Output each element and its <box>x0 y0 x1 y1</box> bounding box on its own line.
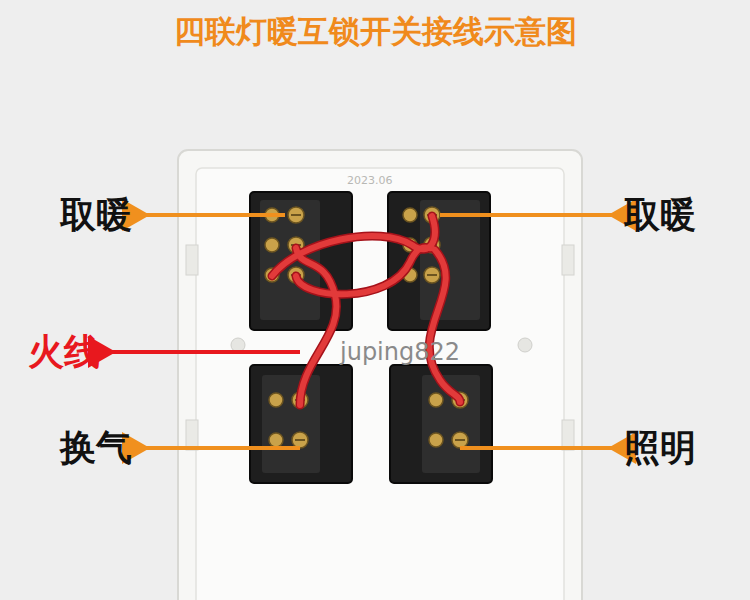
part-label: 照明 <box>624 428 696 468</box>
part-label: 换气 <box>60 428 132 468</box>
live-wire-label: 火线 <box>28 332 100 372</box>
plate-marking: 2023.06 <box>347 175 393 187</box>
watermark: juping822 <box>340 339 460 365</box>
part-label: 取暖 <box>60 195 132 235</box>
part-label: 取暖 <box>624 195 696 235</box>
diagram-title: 四联灯暖互锁开关接线示意图 <box>174 14 577 48</box>
